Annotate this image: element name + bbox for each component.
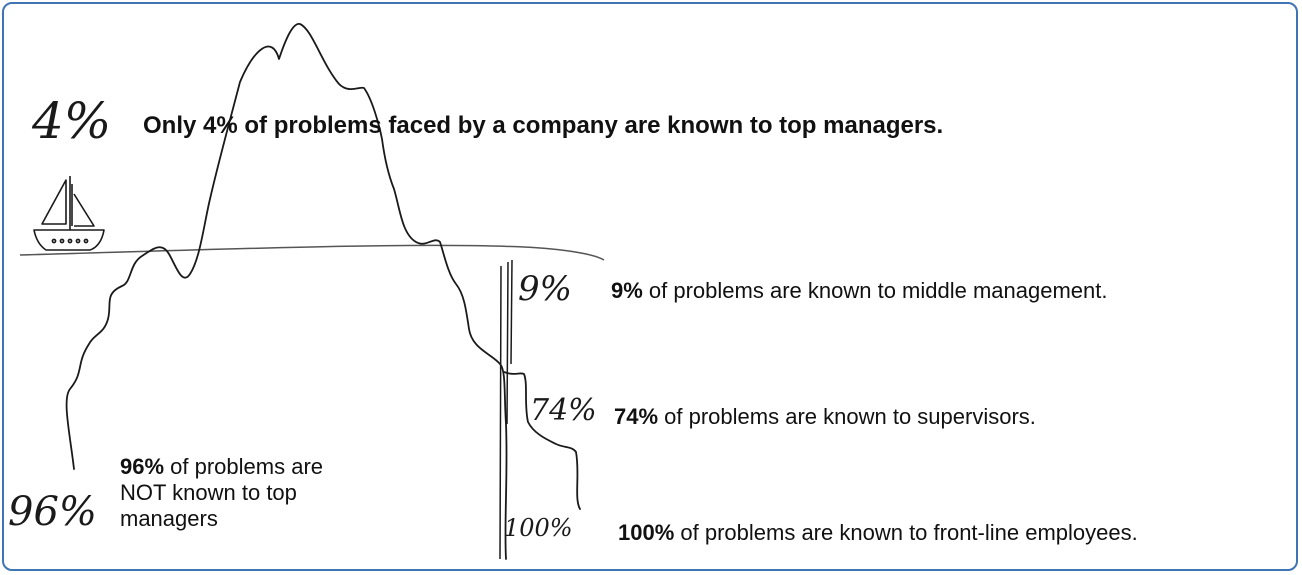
caption-frontline-percent: 100% — [618, 520, 675, 545]
iceberg-sketch — [19, 23, 605, 560]
handwritten-100-percent: 100% — [504, 514, 573, 542]
boat-icon — [33, 176, 105, 251]
caption-supervisors: 74% of problems are known to supervisors… — [614, 404, 1036, 430]
handwritten-4-percent: 4% — [32, 92, 112, 150]
caption-not-known: 96% of problems are NOT known to top man… — [120, 454, 323, 532]
caption-not-known-text: of problems are — [164, 454, 324, 479]
iceberg-lower-contour — [503, 371, 581, 510]
caption-frontline-text: of problems are known to front-line empl… — [674, 520, 1138, 545]
caption-not-known-line1: 96% of problems are — [120, 454, 323, 480]
divider-lines — [499, 259, 513, 560]
caption-middle-percent: 9% — [611, 278, 643, 303]
headline: Only 4% of problems faced by a company a… — [143, 112, 944, 139]
handwritten-9-percent: 9% — [518, 269, 572, 309]
handwritten-96-percent: 96% — [8, 489, 97, 535]
caption-not-known-line2: NOT known to top — [120, 479, 297, 505]
iceberg-outline — [65, 23, 508, 560]
caption-supervisors-percent: 74% — [614, 404, 659, 429]
caption-not-known-percent: 96% — [120, 454, 165, 479]
caption-not-known-line3: managers — [120, 505, 218, 531]
handwritten-74-percent: 74% — [530, 393, 597, 428]
water-line — [19, 244, 605, 261]
caption-middle-management: 9% of problems are known to middle manag… — [611, 278, 1107, 304]
caption-supervisors-text: of problems are known to supervisors. — [658, 404, 1036, 429]
caption-middle-text: of problems are known to middle manageme… — [642, 278, 1108, 303]
caption-front-line: 100% of problems are known to front-line… — [618, 520, 1138, 546]
